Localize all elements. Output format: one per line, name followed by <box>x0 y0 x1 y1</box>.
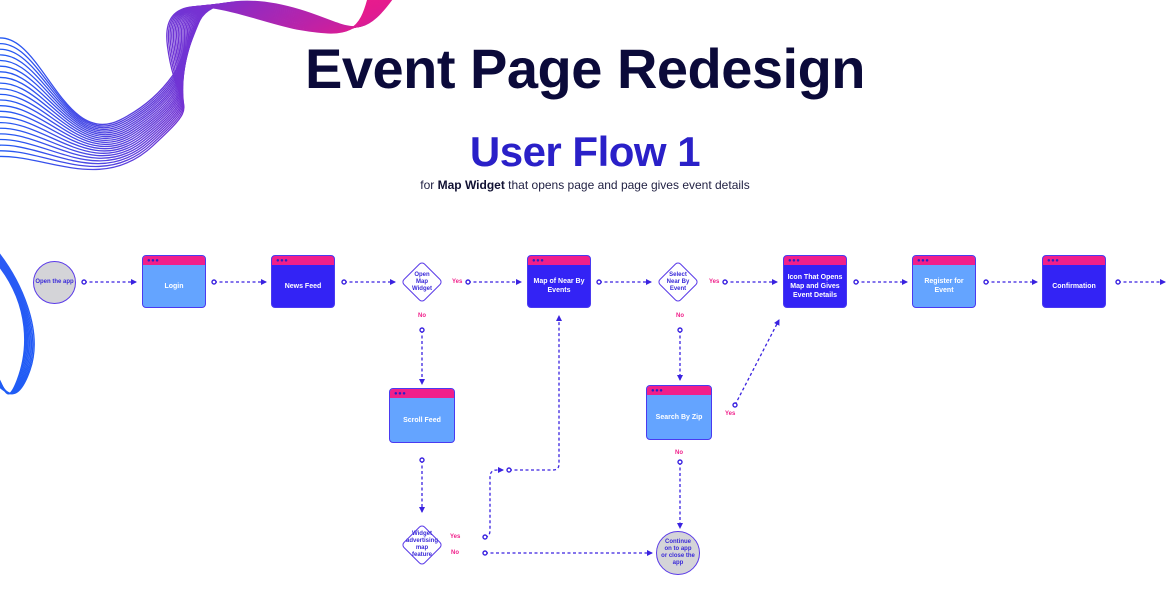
node-label: Continue on to app or close the app <box>661 539 695 566</box>
window-dots-icon: ●●● <box>917 258 930 264</box>
window-dots-icon: ●●● <box>1047 258 1060 264</box>
window-titlebar: ●●● <box>528 256 590 265</box>
node-end-terminal[interactable]: Continue on to app or close the app <box>656 531 700 575</box>
connector-dot <box>506 467 512 473</box>
label-yes-select-near: Yes <box>709 279 720 285</box>
connector-dot <box>677 459 683 465</box>
connector-dot <box>465 279 471 285</box>
connector-dot <box>722 279 728 285</box>
node-label: Icon That Opens Map and Gives Event Deta… <box>787 273 843 299</box>
label-yes-widget: Yes <box>450 534 461 540</box>
node-widget-advertising-decision[interactable]: Widget advertising map feature <box>400 523 444 567</box>
node-label: Map of Near By Events <box>533 278 585 294</box>
window-dots-icon: ●●● <box>788 258 801 264</box>
node-scroll-feed-screen[interactable]: ●●● Scroll Feed <box>389 388 455 443</box>
node-label: Register for Event <box>924 278 964 294</box>
node-register-screen[interactable]: ●●● Register for Event <box>912 255 976 308</box>
connector-dot <box>853 279 859 285</box>
node-label: Select Near By Event <box>666 271 690 292</box>
connector-dot <box>1115 279 1121 285</box>
window-dots-icon: ●●● <box>394 391 407 397</box>
caption-prefix: for <box>420 178 438 192</box>
page-title: Event Page Redesign <box>304 37 866 100</box>
edge-mid-mapnearby <box>509 315 562 471</box>
window-dots-icon: ●●● <box>147 258 160 264</box>
window-titlebar: ●●● <box>647 386 711 395</box>
label-yes-open-map: Yes <box>452 279 463 285</box>
connector-dot <box>983 279 989 285</box>
connector-dot <box>81 279 87 285</box>
connector-dot <box>211 279 217 285</box>
flow-title: User Flow 1 <box>469 128 701 175</box>
connector-dot <box>482 550 488 556</box>
node-label: Open Map Widget <box>412 271 432 292</box>
node-label: News Feed <box>284 282 322 290</box>
window-dots-icon: ●●● <box>276 258 289 264</box>
connector-dot <box>482 534 488 540</box>
node-label: Open the app <box>35 279 74 285</box>
window-titlebar: ●●● <box>913 256 975 265</box>
node-login-screen[interactable]: ●●● Login <box>142 255 206 308</box>
label-no-open-map: No <box>418 313 426 319</box>
node-icon-opens-map-screen[interactable]: ●●● Icon That Opens Map and Gives Event … <box>783 255 847 308</box>
window-titlebar: ●●● <box>143 256 205 265</box>
connector-dot <box>677 327 683 333</box>
connector-dot <box>596 279 602 285</box>
label-yes-search-zip: Yes <box>725 411 736 417</box>
caption-bold: Map Widget <box>437 178 505 192</box>
connector-dot <box>419 457 425 463</box>
window-titlebar: ●●● <box>1043 256 1105 265</box>
node-news-feed-screen[interactable]: ●●● News Feed <box>271 255 335 308</box>
label-no-widget: No <box>451 550 459 556</box>
window-dots-icon: ●●● <box>651 388 664 394</box>
flow-caption: for Map Widget that opens page and page … <box>0 178 1170 192</box>
label-no-search-zip: No <box>675 450 683 456</box>
node-label: Scroll Feed <box>403 416 441 424</box>
node-search-by-zip-screen[interactable]: ●●● Search By Zip <box>646 385 712 440</box>
node-map-near-by-screen[interactable]: ●●● Map of Near By Events <box>527 255 591 308</box>
node-confirmation-screen[interactable]: ●●● Confirmation <box>1042 255 1106 308</box>
connector-dot <box>419 327 425 333</box>
caption-suffix: that opens page and page gives event det… <box>504 178 750 192</box>
window-titlebar: ●●● <box>272 256 334 265</box>
window-titlebar: ●●● <box>784 256 846 265</box>
node-start-terminal[interactable]: Open the app <box>33 261 76 304</box>
connector-dot <box>341 279 347 285</box>
node-label: Widget advertising map feature <box>406 531 439 558</box>
label-no-select-near: No <box>676 313 684 319</box>
node-label: Search By Zip <box>655 413 703 421</box>
window-titlebar: ●●● <box>390 389 454 398</box>
node-select-near-by-decision[interactable]: Select Near By Event <box>656 260 700 304</box>
connector-dot <box>732 402 738 408</box>
node-label: Login <box>164 282 184 290</box>
window-dots-icon: ●●● <box>532 258 545 264</box>
edge-searchzip-iconmap-yes <box>734 319 780 406</box>
node-label: Confirmation <box>1052 282 1096 290</box>
node-open-map-widget-decision[interactable]: Open Map Widget <box>400 260 444 304</box>
edge-widget-yes-mid <box>484 467 504 538</box>
